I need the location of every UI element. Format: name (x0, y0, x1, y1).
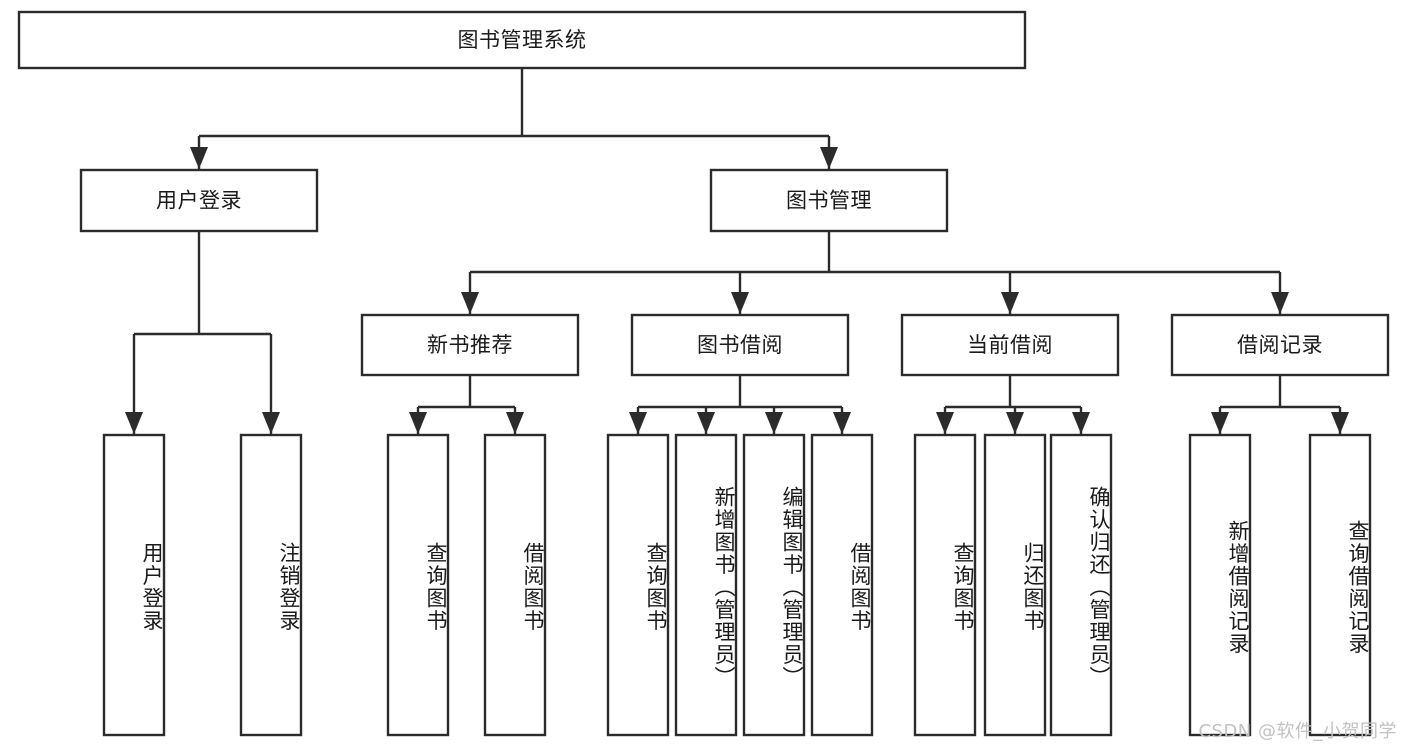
arrow-head-icon (936, 412, 954, 434)
node-leaf-return-book[interactable] (983, 433, 1047, 737)
arrow-head-icon (731, 292, 749, 314)
arrow-head-icon (1006, 412, 1024, 434)
node-leaf-user-logout[interactable] (239, 433, 303, 737)
node-borrow-record[interactable] (1170, 313, 1390, 377)
watermark-text: CSDN @软件_小贺同学 (1198, 721, 1397, 742)
node-leaf-borrow-book-rec[interactable] (483, 433, 547, 737)
arrow-head-icon (1211, 412, 1229, 434)
node-leaf-query-book-rec[interactable] (386, 433, 450, 737)
node-user-login-label: 用户登录 (156, 189, 242, 213)
node-current-borrow-label: 当前借阅 (967, 333, 1053, 357)
arrow-head-icon (820, 147, 838, 169)
arrow-head-icon (1271, 292, 1289, 314)
arrow-head-icon (697, 412, 715, 434)
node-user-login[interactable] (79, 168, 319, 233)
node-leaf-add-book[interactable] (674, 433, 738, 737)
node-book-manage-label: 图书管理 (786, 189, 872, 213)
arrow-head-icon (765, 412, 783, 434)
node-book-borrow-label: 图书借阅 (697, 333, 783, 357)
node-new-book-rec[interactable] (360, 313, 580, 377)
node-leaf-add-record[interactable] (1188, 433, 1252, 737)
node-root[interactable] (17, 10, 1027, 70)
node-leaf-confirm-return[interactable] (1049, 433, 1113, 737)
node-leaf-query-book-cur[interactable] (913, 433, 977, 737)
arrow-head-icon (1331, 412, 1349, 434)
node-leaf-user-login[interactable] (102, 433, 166, 737)
node-borrow-record-label: 借阅记录 (1237, 333, 1323, 357)
node-current-borrow[interactable] (900, 313, 1120, 377)
node-leaf-edit-book[interactable] (742, 433, 806, 737)
arrow-head-icon (833, 412, 851, 434)
node-book-borrow[interactable] (630, 313, 850, 377)
node-leaf-query-book[interactable] (606, 433, 670, 737)
arrow-head-icon (125, 412, 143, 434)
node-leaf-query-record[interactable] (1308, 433, 1372, 737)
arrow-head-icon (262, 412, 280, 434)
arrow-head-icon (1001, 292, 1019, 314)
node-root-label: 图书管理系统 (458, 28, 587, 52)
arrow-head-icon (409, 412, 427, 434)
arrow-head-icon (461, 292, 479, 314)
arrow-head-icon (506, 412, 524, 434)
arrow-head-icon (629, 412, 647, 434)
arrow-head-icon (190, 147, 208, 169)
node-book-manage[interactable] (709, 168, 949, 233)
connectors-layer (125, 68, 1349, 434)
node-leaf-borrow-book[interactable] (810, 433, 874, 737)
arrow-head-icon (1072, 412, 1090, 434)
node-new-book-rec-label: 新书推荐 (427, 333, 513, 357)
